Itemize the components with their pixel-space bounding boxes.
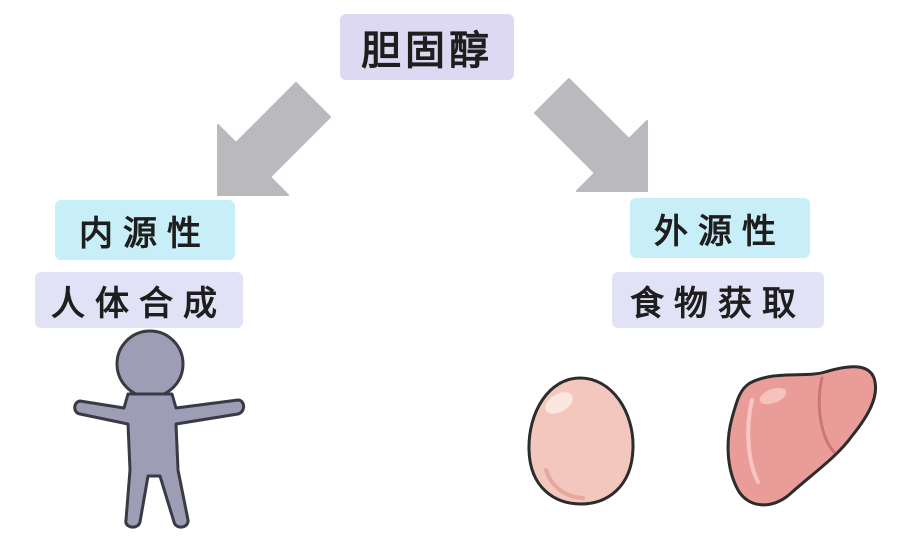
liver-icon [726, 365, 877, 507]
page-title: 胆固醇 [340, 14, 514, 80]
exogenous-description: 食物获取 [612, 272, 824, 328]
right-arrow-icon [534, 78, 648, 192]
egg-icon [527, 376, 635, 506]
left-arrow-icon [217, 82, 331, 196]
endogenous-description: 人体合成 [35, 272, 243, 328]
exogenous-label: 外源性 [630, 198, 810, 258]
endogenous-label: 内源性 [55, 200, 235, 260]
human-figure-icon [73, 329, 246, 529]
